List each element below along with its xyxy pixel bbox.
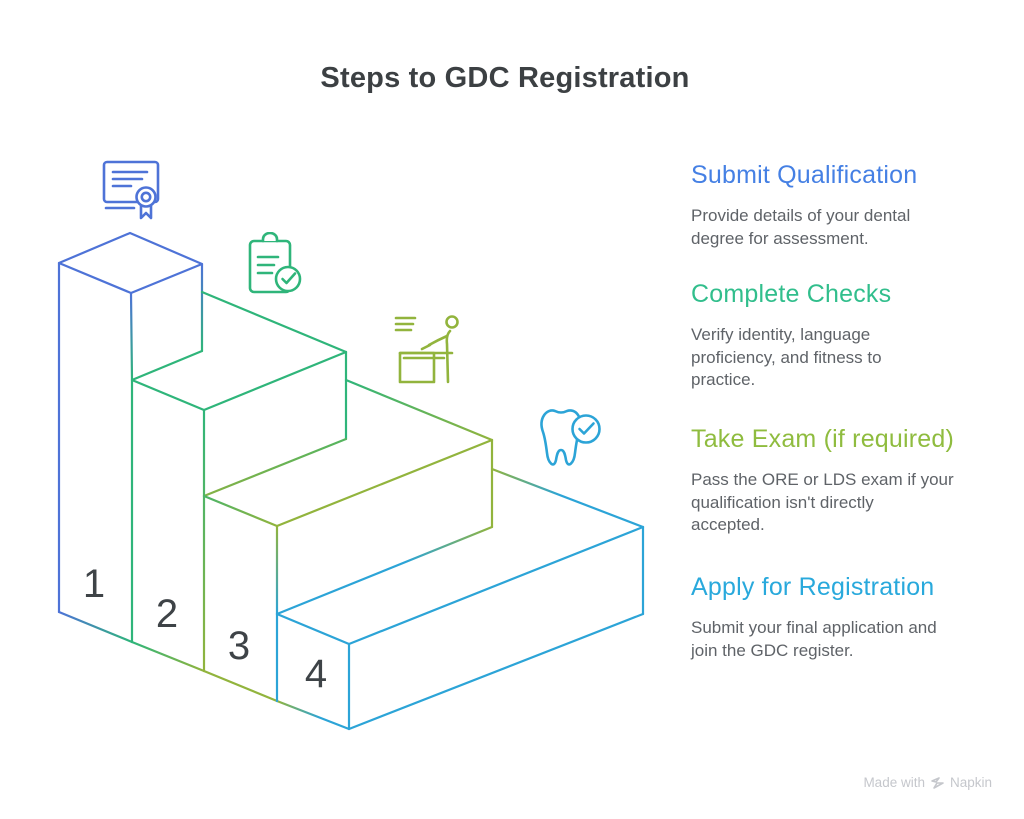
step2-number: 2 [156,592,178,636]
clipboard-check-icon [248,232,302,294]
step3-heading: Take Exam (if required) [691,425,955,453]
step3-number: 3 [228,624,250,668]
step1-section: Submit Qualification Provide details of … [691,160,991,250]
step4-number: 4 [305,652,327,696]
step3-section: Take Exam (if required) Pass the ORE or … [691,424,991,537]
step1-description: Provide details of your dental degree fo… [691,206,911,248]
watermark: Made with Napkin [863,775,992,790]
step1-box [57,231,204,614]
watermark-made-with: Made with [863,775,925,790]
step4-section: Apply for Registration Submit your final… [691,572,991,662]
page-title: Steps to GDC Registration [320,62,690,94]
napkin-logo-icon [931,776,944,789]
step1-heading: Submit Qualification [691,161,918,189]
exam-desk-icon [394,315,459,384]
step4-description: Submit your final application and join t… [691,618,937,660]
step2-heading: Complete Checks [691,280,892,308]
step4-box [275,525,645,731]
step3-description: Pass the ORE or LDS exam if your qualifi… [691,470,954,534]
step2-section: Complete Checks Verify identity, languag… [691,279,991,392]
tooth-check-icon [540,409,601,466]
step2-description: Verify identity, language proficiency, a… [691,325,882,389]
step2-box [130,290,348,644]
step3-box [202,438,494,703]
certificate-icon [102,160,160,220]
watermark-brand: Napkin [949,775,992,790]
step4-heading: Apply for Registration [691,573,935,601]
step1-number: 1 [83,562,105,606]
